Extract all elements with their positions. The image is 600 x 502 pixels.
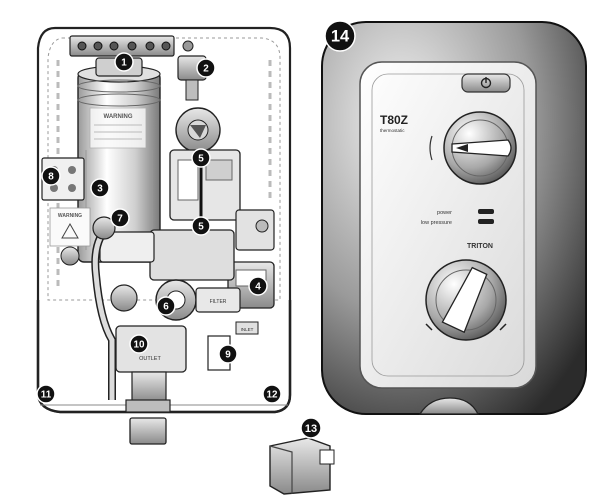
callout-number: 13 (305, 423, 317, 435)
terminal-screws (77, 41, 171, 51)
callout-number: 8 (48, 171, 54, 182)
callout-7: 7 (110, 208, 130, 228)
callout-11: 11 (36, 384, 56, 404)
callout-number: 6 (163, 301, 169, 312)
callout-number: 1 (121, 57, 127, 68)
tank-warning-label (89, 107, 147, 149)
callout-9: 9 (218, 344, 238, 364)
side-inlet-port (60, 246, 80, 266)
callout-5b: 5 (191, 216, 211, 236)
internal-unit: WARNING (36, 26, 292, 445)
callout-3: 3 (90, 178, 110, 198)
callout-badge (114, 52, 134, 72)
callout-10: 10 (129, 334, 149, 354)
temperature-knob[interactable] (443, 111, 517, 185)
model-subtitle: thermostatic (380, 128, 405, 133)
callout-6: 6 (156, 296, 176, 316)
valve-body (149, 229, 235, 281)
callout-13: 13 (300, 417, 322, 439)
callout-12: 12 (262, 384, 282, 404)
temperature-pointer-icon (456, 144, 468, 152)
outlet-connector (129, 417, 167, 445)
tank-warning-text: WARNING (104, 114, 133, 120)
pressure-switch (110, 284, 138, 312)
callout-badge (196, 58, 216, 78)
callout-number: 2 (203, 63, 209, 74)
callout-number: 14 (331, 28, 350, 46)
callout-2: 2 (196, 58, 216, 78)
front-cover: T80Z thermostatic power low pressure TRI… (321, 21, 587, 415)
warning-triangle-icon (61, 222, 79, 239)
callout-badge (156, 296, 176, 316)
callout-number: 4 (255, 281, 261, 292)
thermal-cutout (92, 216, 116, 240)
callout-number: 5 (198, 153, 204, 164)
left-warning-label (49, 207, 91, 247)
power-indicator-lamp (478, 209, 494, 214)
temperature-scale-icon (429, 135, 433, 161)
power-indicator-label: power (437, 210, 452, 216)
callout-number: 12 (267, 389, 278, 400)
filter-label: FILTER (210, 299, 227, 305)
callout-badge (191, 216, 211, 236)
callout-number: 7 (117, 213, 123, 224)
pcb-connector (255, 219, 269, 233)
control-panel-inner (371, 73, 525, 377)
temperature-knob-grip (451, 139, 512, 157)
power-scale-left-icon (425, 323, 433, 331)
callout-4: 4 (248, 276, 268, 296)
power-knob[interactable] (425, 259, 507, 341)
callout-number: 10 (134, 339, 145, 350)
left-warning-text: WARNING (58, 213, 82, 219)
callout-badge (300, 417, 322, 439)
brand-name: TRITON (467, 243, 493, 250)
low-pressure-indicator-lamp (478, 219, 494, 224)
callout-5a: 5 (191, 148, 211, 168)
cover-bottom-grommet (418, 397, 480, 415)
callout-badge (324, 20, 356, 52)
callout-number: 5 (198, 221, 204, 232)
inlet-label: INLET (241, 327, 254, 332)
model-name: T80Z (380, 113, 408, 127)
callout-badge (129, 334, 149, 354)
callout-badge (191, 148, 211, 168)
callout-badge (248, 276, 268, 296)
callout-badge (90, 178, 110, 198)
callout-badge (41, 166, 61, 186)
callout-badge (36, 384, 56, 404)
callout-8: 8 (41, 166, 61, 186)
callout-number: 9 (225, 349, 231, 360)
callout-1: 1 (114, 52, 134, 72)
callout-badge (262, 384, 282, 404)
power-scale-right-icon (499, 323, 507, 331)
thermostatic-valve (169, 107, 241, 221)
cable-cover-piece (269, 437, 335, 495)
pcb-housing (235, 209, 275, 251)
callout-number: 3 (97, 183, 103, 194)
earth-screw (182, 40, 194, 52)
callout-badge (110, 208, 130, 228)
outlet-label: OUTLET (139, 356, 161, 362)
power-knob-grip (441, 266, 488, 334)
callout-14: 14 (324, 20, 356, 52)
low-pressure-indicator-label: low pressure (421, 220, 452, 226)
callout-badge (218, 344, 238, 364)
callout-number: 11 (41, 389, 52, 400)
